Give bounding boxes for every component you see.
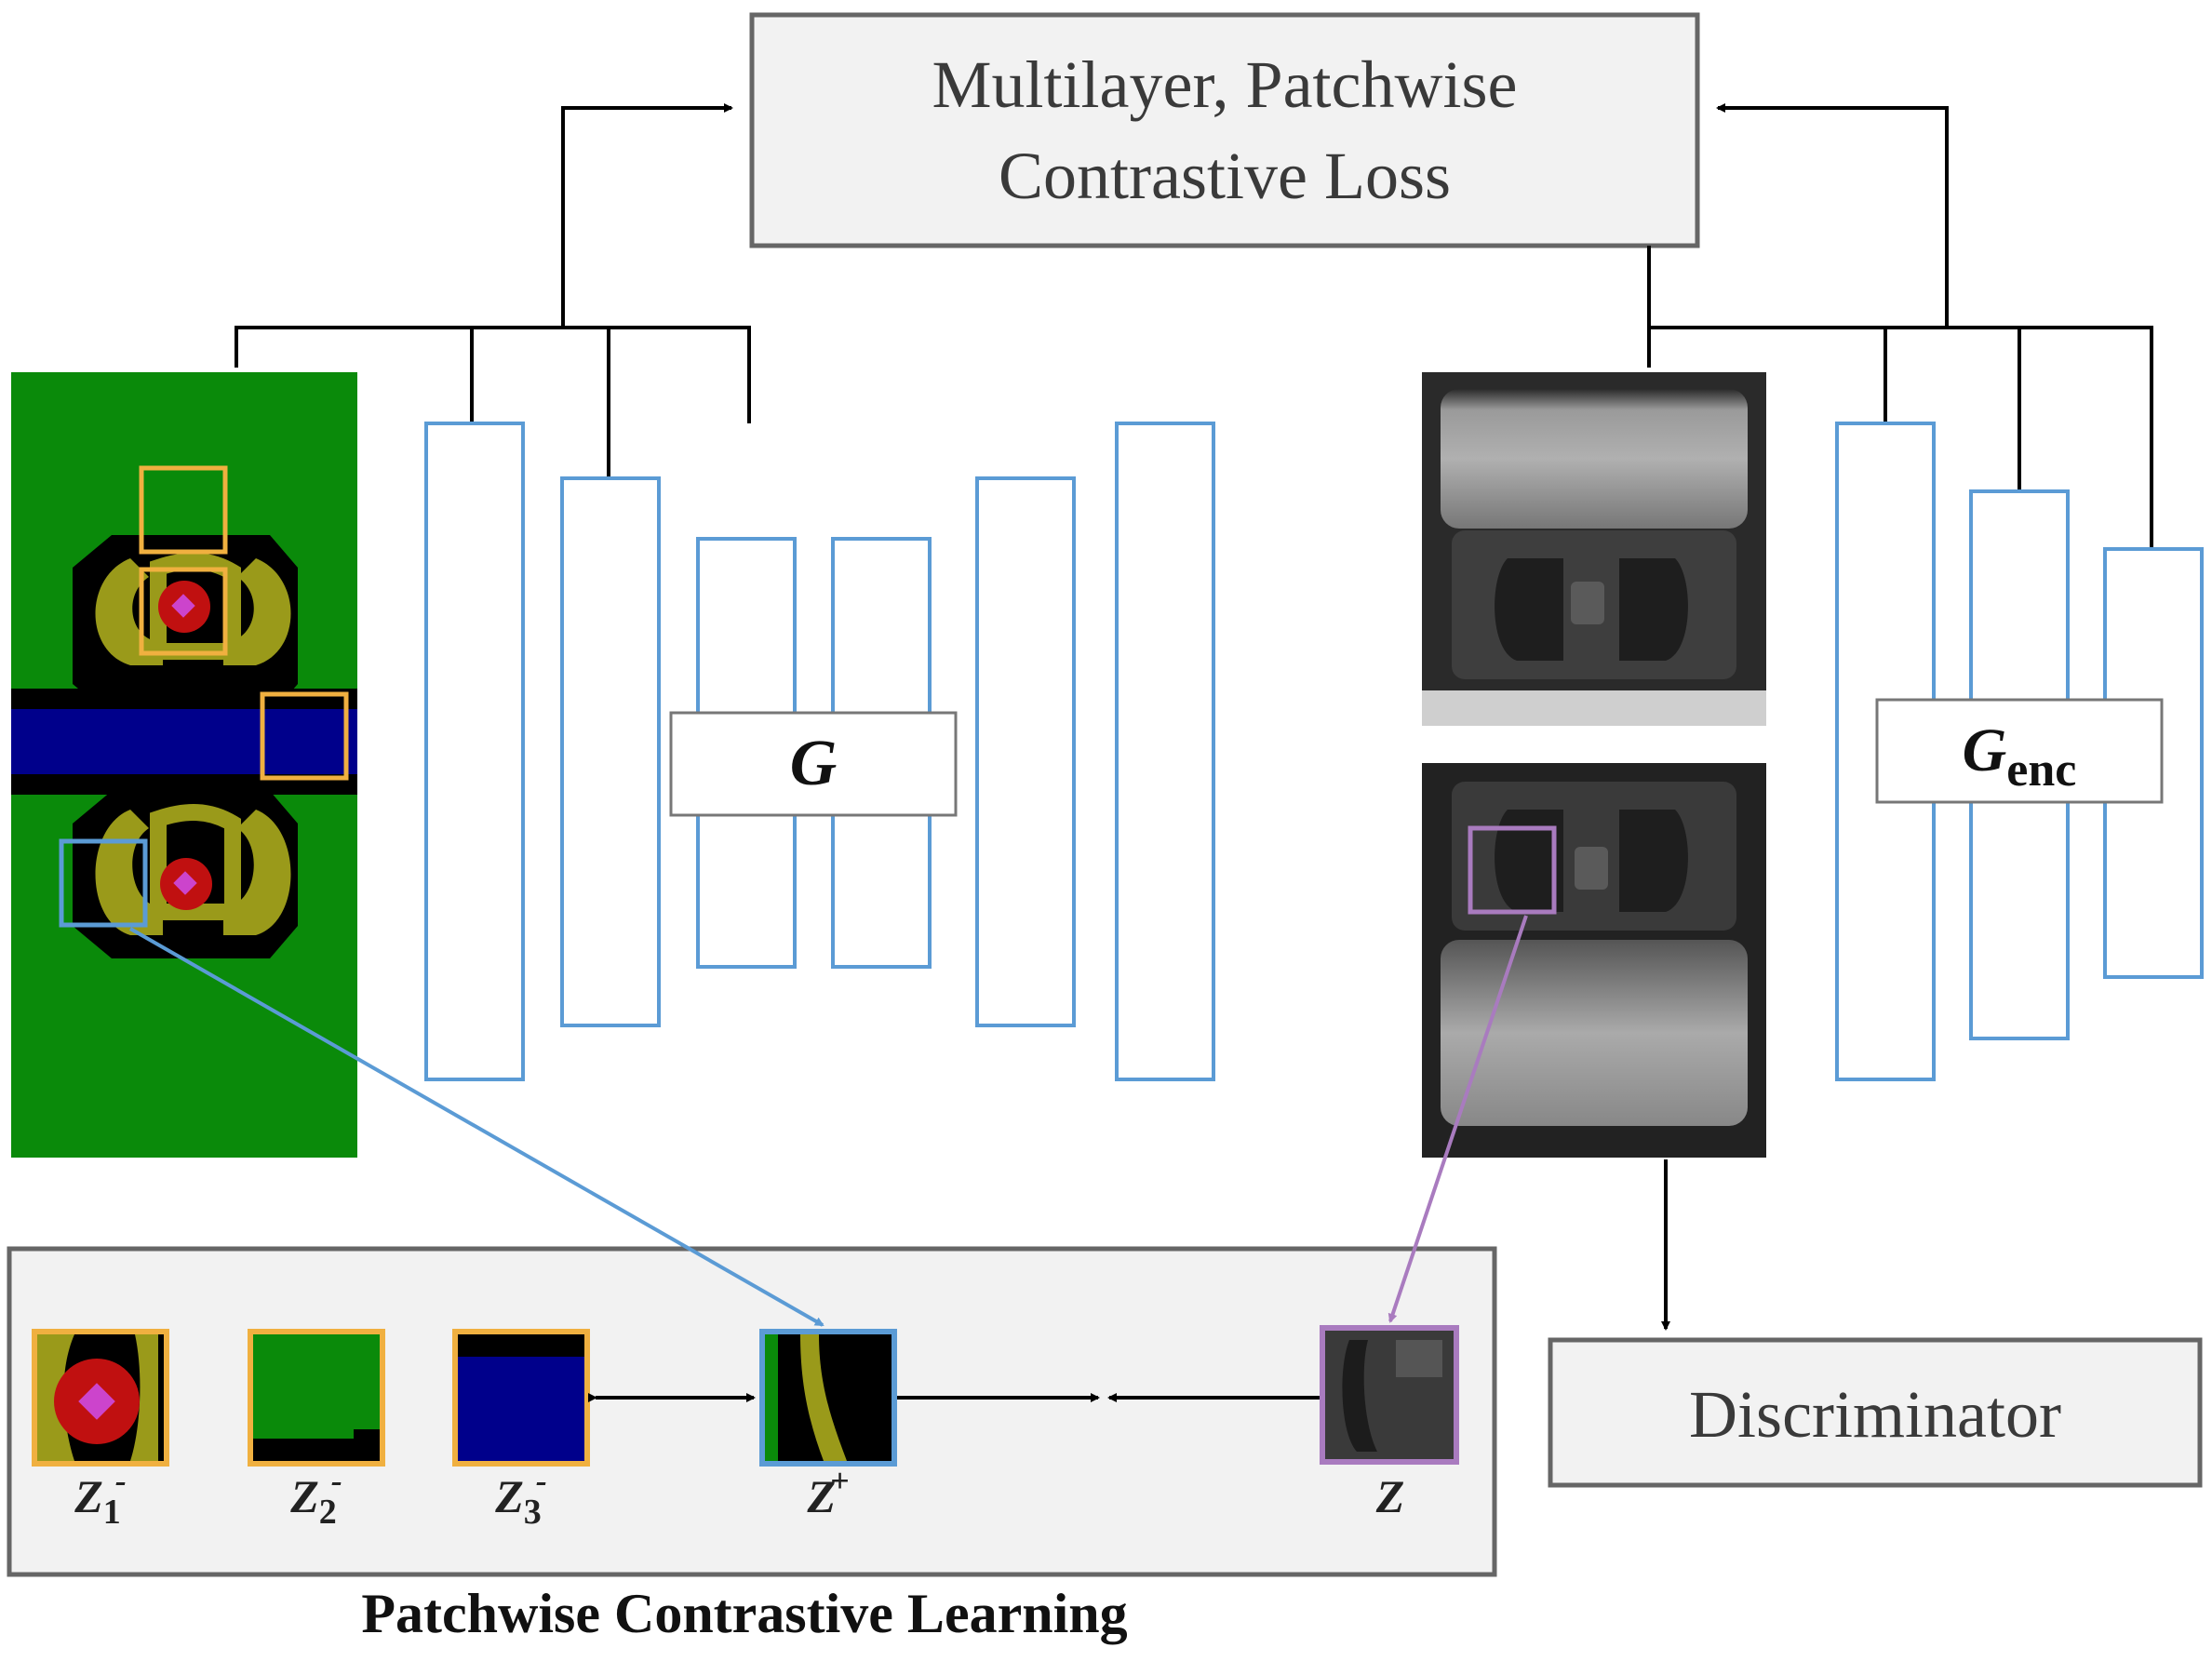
input-layout-image — [11, 372, 357, 1158]
z2-negative-label: Z2- — [290, 1462, 342, 1532]
negative-patch-marker — [139, 465, 228, 555]
query-patch-link-arrow — [1388, 915, 1528, 1323]
generator-layer — [1115, 422, 1215, 1081]
generator-layer — [975, 476, 1076, 1027]
patch-z1-negative — [32, 1329, 169, 1467]
query-patch-marker — [1468, 825, 1557, 915]
generator-label: G — [789, 728, 838, 799]
patch-z-positive — [759, 1329, 897, 1467]
encoder-label-sub: enc — [2006, 743, 2077, 797]
discriminator-label: Discriminator — [1689, 1377, 2061, 1452]
negative-patch-marker — [139, 567, 228, 656]
patch-z2-negative — [248, 1329, 385, 1467]
z-positive-label: Z+ — [807, 1462, 850, 1522]
encoder-label: Genc — [1877, 700, 2162, 802]
encoder-feature-connectors — [1647, 103, 2153, 549]
loss-line-2: Contrastive Loss — [999, 139, 1451, 213]
z1-negative-label: Z1- — [74, 1462, 127, 1532]
generator-label-box — [669, 711, 958, 817]
encoder-label-box — [1875, 698, 2164, 804]
generator-layers — [424, 422, 1215, 1081]
patch-section-title: Patchwise Contrastive Learning — [361, 1583, 1128, 1644]
generator-layer — [424, 422, 525, 1081]
encoder-label-main: G — [1962, 717, 2007, 784]
positive-patch-marker — [59, 838, 148, 928]
z-query-label: Z — [1375, 1470, 1405, 1522]
generator-layer — [560, 476, 661, 1027]
output-gray-image — [1422, 372, 1766, 1158]
loss-line-1: Multilayer, Patchwise — [932, 47, 1518, 122]
loss-box — [749, 12, 1700, 248]
negative-patch-marker — [260, 691, 349, 781]
patch-panel — [7, 1246, 1497, 1577]
positive-patch-link-arrow — [129, 927, 824, 1327]
patch-z3-negative — [452, 1329, 590, 1467]
z3-negative-label: Z3- — [495, 1462, 547, 1532]
loss-box-label: Multilayer, Patchwise Contrastive Loss — [752, 39, 1697, 221]
patch-z-query — [1320, 1325, 1459, 1465]
generator-feature-connectors — [235, 103, 751, 478]
discriminator-box — [1548, 1337, 2203, 1488]
